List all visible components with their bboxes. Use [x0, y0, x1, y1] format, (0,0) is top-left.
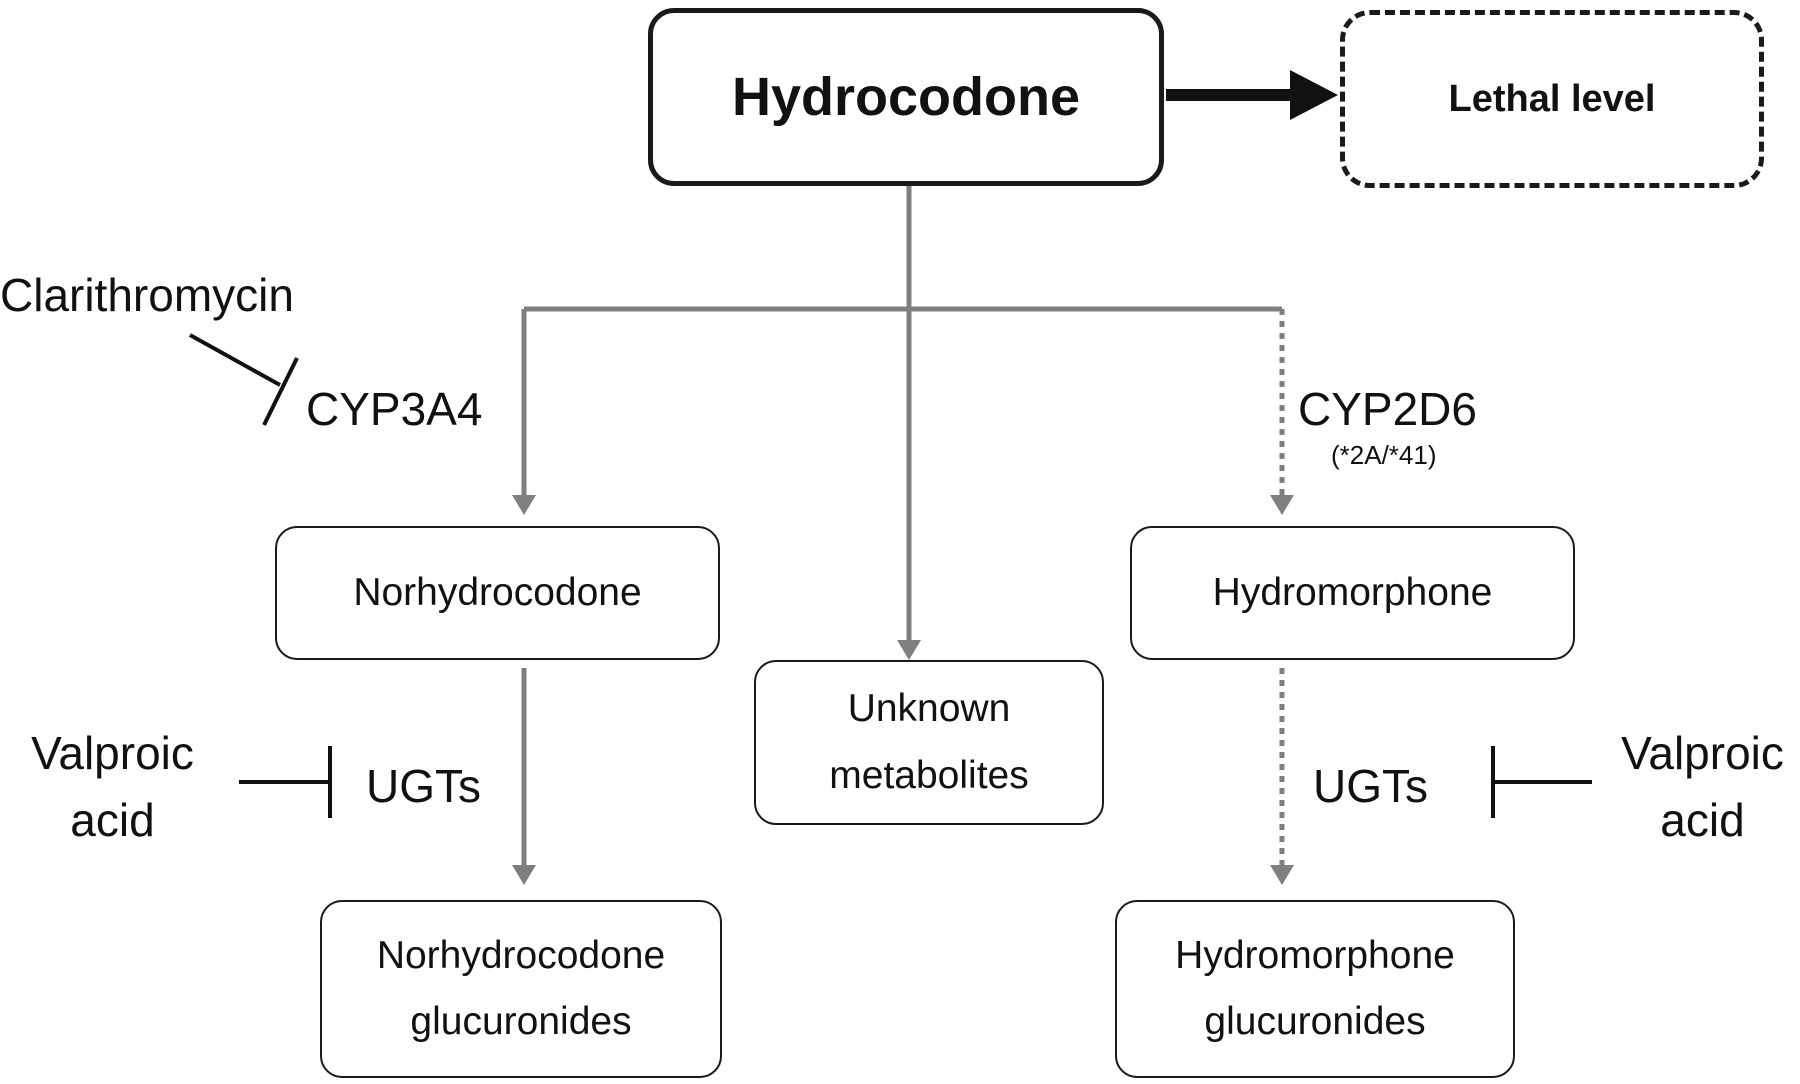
norhydrocodone-ugt-arrowhead: [512, 865, 536, 885]
hydrocodone-label: Hydrocodone: [731, 67, 1081, 127]
lethal-level-label: Lethal level: [1448, 77, 1656, 120]
lethal-arrowhead: [1290, 70, 1338, 120]
hydrocodone-node: Hydrocodone: [648, 8, 1164, 186]
hydromorphone-label: Hydromorphone: [1212, 570, 1493, 614]
valproic-acid-left-label: Valproic acid: [20, 720, 205, 853]
valproic-acid-right-label: Valproic acid: [1610, 720, 1795, 853]
valproic-right-line1: Valproic: [1621, 727, 1784, 779]
lethal-level-node: Lethal level: [1340, 10, 1764, 188]
ugts-left-label: UGTs: [366, 760, 481, 812]
norhydrocodone-glucuronides-line1: Norhydrocodone: [376, 933, 666, 977]
hydromorphone-glucuronides-line1: Hydromorphone: [1175, 933, 1455, 977]
clarithromycin-label: Clarithromycin: [0, 269, 294, 321]
clarithromycin-inhibition-bar: [262, 357, 299, 426]
unknown-metabolites-line1: Unknown: [847, 687, 1011, 731]
unknown-metabolites-node: Unknown metabolites: [754, 660, 1104, 825]
norhydrocodone-label: Norhydrocodone: [353, 570, 642, 614]
norhydrocodone-node: Norhydrocodone: [275, 526, 720, 660]
hydromorphone-glucuronides-line2: glucuronides: [1204, 1000, 1426, 1043]
ugts-right-label: UGTs: [1313, 760, 1428, 812]
cyp3a4-label: CYP3A4: [306, 383, 483, 435]
cyp3a4-arrowhead: [512, 495, 536, 515]
cyp2d6-genotype-label: (*2A/*41): [1331, 440, 1437, 470]
hydromorphone-ugt-arrowhead: [1270, 865, 1294, 885]
valproic-right-line2: acid: [1660, 793, 1745, 846]
unknown-arrowhead: [897, 640, 921, 660]
cyp2d6-label: CYP2D6: [1298, 383, 1477, 435]
cyp2d6-arrowhead: [1270, 495, 1294, 515]
clarithromycin-inhibition-line: [189, 333, 281, 387]
unknown-metabolites-line2: metabolites: [829, 753, 1029, 797]
hydromorphone-glucuronides-node: Hydromorphone glucuronides: [1115, 900, 1515, 1078]
norhydrocodone-glucuronides-node: Norhydrocodone glucuronides: [320, 900, 722, 1078]
norhydrocodone-glucuronides-line2: glucuronides: [410, 1000, 632, 1043]
valproic-left-line1: Valproic: [31, 727, 194, 779]
hydromorphone-node: Hydromorphone: [1130, 526, 1575, 660]
valproic-left-line2: acid: [70, 793, 155, 846]
